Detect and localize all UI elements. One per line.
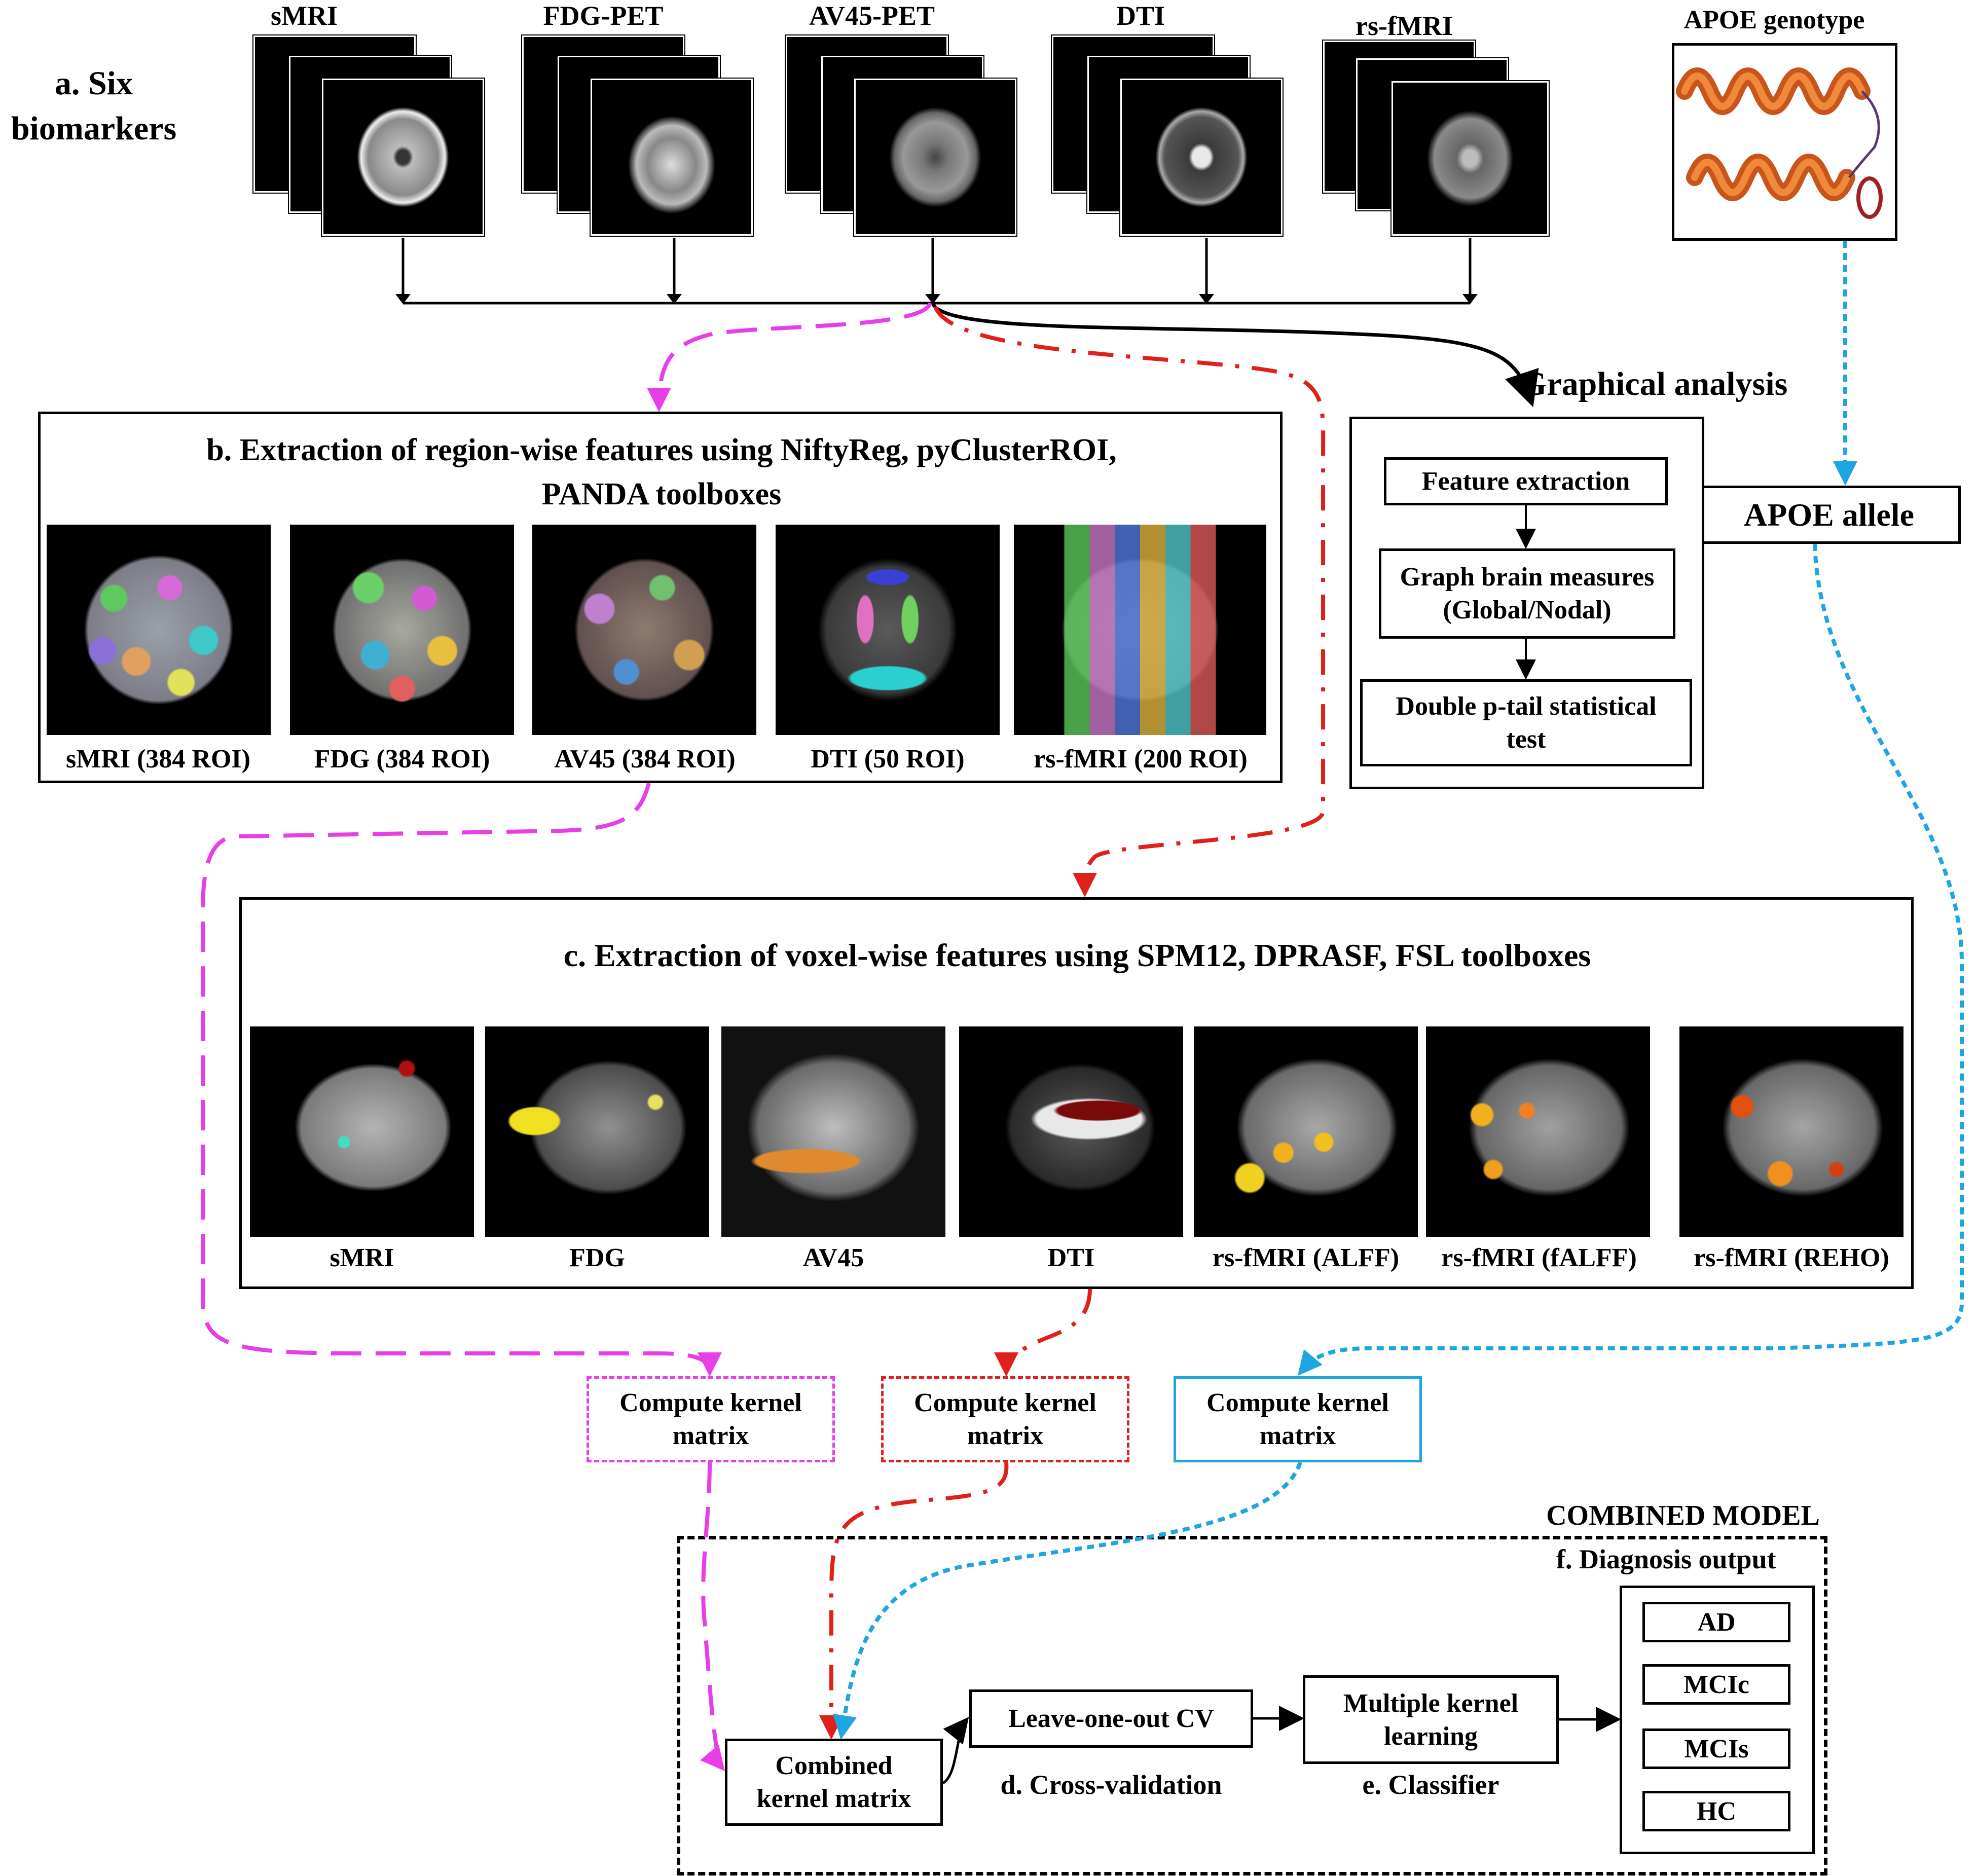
fdg-scan-front bbox=[590, 78, 754, 237]
voxel-caption-alff: rs-fMRI (ALFF) bbox=[1212, 1243, 1400, 1272]
modality-label-av45-pet: AV45-PET bbox=[809, 1, 935, 31]
diagnosis-output-title: f. Diagnosis output bbox=[1556, 1544, 1776, 1574]
kernel-box-region-line2: matrix bbox=[672, 1421, 749, 1450]
roi-image-smri bbox=[47, 525, 271, 735]
mkl-line2: learning bbox=[1384, 1721, 1478, 1751]
combined-model-title: COMBINED MODEL bbox=[1546, 1500, 1820, 1531]
voxel-caption-reho: rs-fMRI (REHO) bbox=[1694, 1243, 1889, 1272]
protein-helix-graphic bbox=[1676, 67, 1883, 219]
combined-kernel-matrix-box: Combined kernel matrix bbox=[725, 1739, 943, 1826]
loocv-caption: d. Cross-validation bbox=[1000, 1770, 1222, 1800]
panel-a-title-line1: a. Six bbox=[54, 65, 133, 102]
voxel-image-alff bbox=[1194, 1026, 1418, 1237]
scan-bus-lines bbox=[401, 238, 1472, 305]
combined-to-loocv-arrow bbox=[942, 1717, 969, 1785]
voxel-caption-falff: rs-fMRI (fALFF) bbox=[1441, 1243, 1637, 1272]
kernel-box-apoe-line2: matrix bbox=[1259, 1421, 1336, 1450]
magenta-connector-3 bbox=[700, 1462, 725, 1772]
voxel-image-falff bbox=[1426, 1026, 1650, 1237]
graph-brain-measures-line1: Graph brain measures bbox=[1400, 563, 1655, 592]
apoe-allele-box: APOE allele bbox=[1697, 486, 1961, 544]
double-p-tail-line2: test bbox=[1506, 725, 1546, 754]
smri-scan-front bbox=[321, 78, 485, 237]
voxel-caption-smri: sMRI bbox=[330, 1243, 394, 1272]
red-connector-1 bbox=[933, 306, 1326, 897]
double-p-tail-line1: Double p-tail statistical bbox=[1396, 692, 1657, 721]
panel-c-title: c. Extraction of voxel-wise features usi… bbox=[563, 937, 1591, 973]
voxel-image-fdg bbox=[485, 1026, 709, 1237]
classifier-caption: e. Classifier bbox=[1362, 1770, 1499, 1800]
apoe-protein-image bbox=[1672, 43, 1897, 241]
panel-b-title: b. Extraction of region-wise features us… bbox=[48, 428, 1275, 517]
voxel-image-smri bbox=[250, 1026, 474, 1237]
av45-scan-front bbox=[853, 78, 1017, 237]
kernel-box-region-line1: Compute kernel bbox=[619, 1388, 802, 1417]
dti-scan-front bbox=[1119, 78, 1284, 237]
kernel-box-region: Compute kernel matrix bbox=[587, 1376, 835, 1462]
combined-kernel-line2: kernel matrix bbox=[756, 1784, 911, 1813]
voxel-image-av45 bbox=[721, 1026, 945, 1237]
combined-model-frame bbox=[677, 1536, 1827, 1875]
kernel-box-apoe: Compute kernel matrix bbox=[1174, 1376, 1422, 1462]
rsfmri-scan-front bbox=[1390, 80, 1550, 237]
roi-caption-smri: sMRI (384 ROI) bbox=[66, 745, 250, 774]
modality-label-dti: DTI bbox=[1116, 1, 1165, 31]
magenta-connector-1 bbox=[647, 302, 932, 412]
roi-caption-fdg: FDG (384 ROI) bbox=[314, 745, 490, 774]
roi-image-rsfmri bbox=[1014, 525, 1266, 735]
graphical-analysis-title: Graphical analysis bbox=[1521, 365, 1788, 402]
voxel-caption-av45: AV45 bbox=[802, 1243, 864, 1272]
modality-label-fdg-pet: FDG-PET bbox=[543, 1, 664, 31]
feature-extraction-box: Feature extraction bbox=[1384, 457, 1668, 505]
blue-connector-2 bbox=[1297, 543, 1964, 1376]
mkl-box: Multiple kernel learning bbox=[1303, 1675, 1559, 1764]
double-p-tail-test-box: Double p-tail statistical test bbox=[1360, 679, 1692, 766]
output-hc: HC bbox=[1642, 1791, 1790, 1831]
graph-brain-measures-box: Graph brain measures (Global/Nodal) bbox=[1379, 548, 1675, 639]
apoe-genotype-label: APOE genotype bbox=[1683, 6, 1865, 34]
voxel-image-dti bbox=[959, 1026, 1183, 1237]
kernel-box-voxel: Compute kernel matrix bbox=[881, 1376, 1129, 1462]
red-connector-3 bbox=[819, 1462, 1009, 1740]
kernel-box-apoe-line1: Compute kernel bbox=[1206, 1388, 1389, 1417]
panel-a-title-line2: biomarkers bbox=[11, 110, 177, 148]
loocv-box: Leave-one-out CV bbox=[969, 1689, 1253, 1748]
voxel-image-reho bbox=[1679, 1026, 1903, 1237]
output-mcis: MCIs bbox=[1642, 1728, 1790, 1769]
voxel-caption-fdg: FDG bbox=[569, 1243, 625, 1272]
panel-a-title: a. Six biomarkers bbox=[0, 61, 188, 151]
modality-label-smri: sMRI bbox=[271, 1, 338, 31]
kernel-box-voxel-line2: matrix bbox=[967, 1421, 1044, 1450]
red-connector-2 bbox=[994, 1289, 1092, 1377]
graph-brain-measures-line2: (Global/Nodal) bbox=[1443, 596, 1612, 624]
roi-image-dti bbox=[776, 525, 1000, 735]
roi-caption-av45: AV45 (384 ROI) bbox=[554, 745, 736, 774]
roi-image-av45 bbox=[532, 525, 756, 735]
roi-image-fdg bbox=[290, 525, 514, 735]
panel-b-title-line1: b. Extraction of region-wise features us… bbox=[206, 433, 1117, 467]
panel-b-title-line2: PANDA toolboxes bbox=[541, 476, 782, 511]
roi-caption-dti: DTI (50 ROI) bbox=[811, 745, 965, 774]
graphical-analysis-arrow bbox=[931, 302, 1539, 408]
voxel-caption-dti: DTI bbox=[1047, 1243, 1095, 1272]
roi-caption-rsfmri: rs-fMRI (200 ROI) bbox=[1034, 745, 1248, 774]
modality-label-rs-fmri: rs-fMRI bbox=[1356, 11, 1453, 41]
kernel-box-voxel-line1: Compute kernel bbox=[914, 1388, 1096, 1417]
magenta-connector-2 bbox=[201, 782, 722, 1377]
combined-kernel-line1: Combined bbox=[775, 1751, 893, 1780]
blue-connector-3 bbox=[832, 1461, 1302, 1740]
mkl-line1: Multiple kernel bbox=[1343, 1688, 1519, 1718]
output-mcic: MCIc bbox=[1642, 1664, 1790, 1705]
output-ad: AD bbox=[1642, 1602, 1790, 1642]
